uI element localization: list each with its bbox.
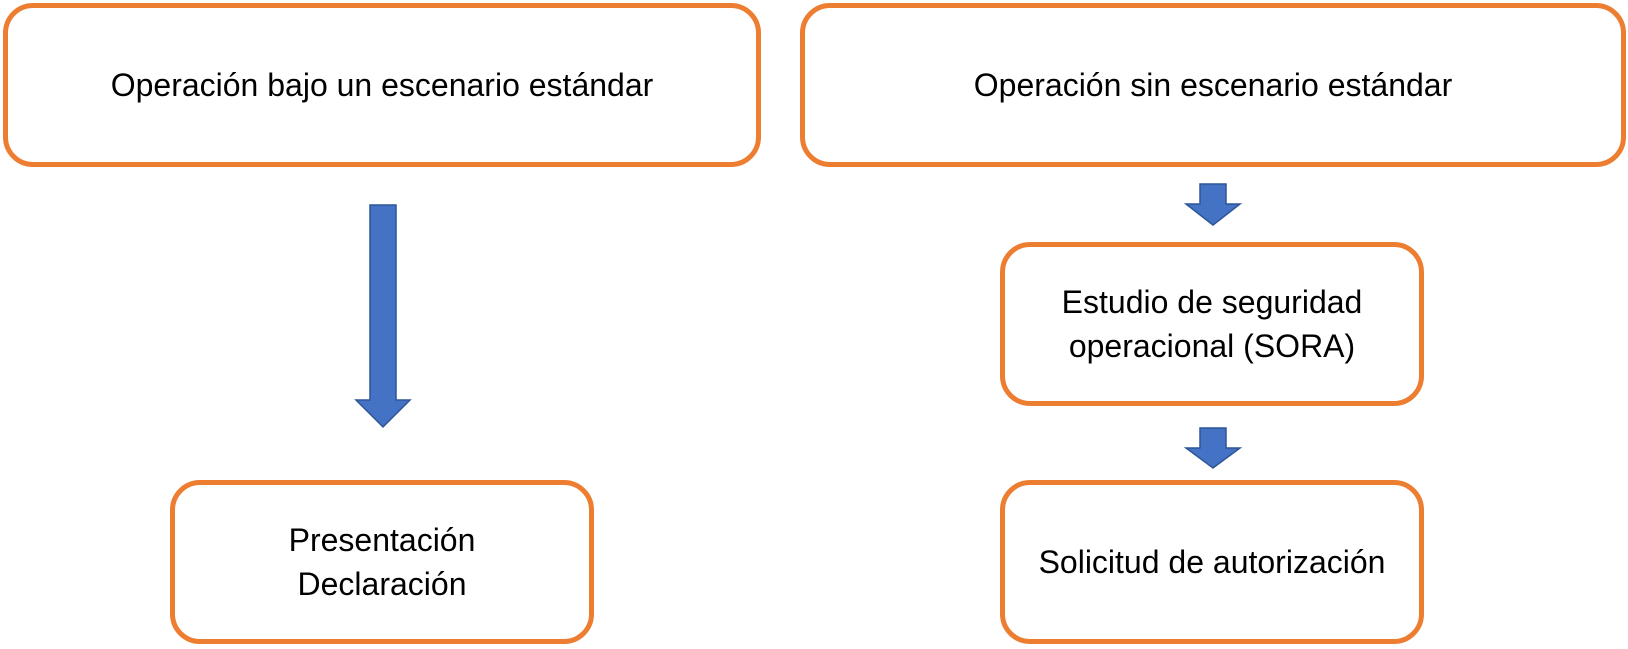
- node-standard-scenario: Operación bajo un escenario estándar: [3, 3, 761, 167]
- node-authorization-request: Solicitud de autorización: [1000, 480, 1424, 644]
- node-declaration: Presentación Declaración: [170, 480, 594, 644]
- arrow-sora-to-authorization: [1183, 427, 1243, 469]
- node-non-standard-scenario-label: Operación sin escenario estándar: [973, 67, 1453, 103]
- node-standard-scenario-label: Operación bajo un escenario estándar: [110, 67, 654, 103]
- node-sora-study-line-2: operacional (SORA): [1068, 328, 1356, 364]
- node-declaration-line-1: Presentación: [288, 522, 476, 558]
- node-sora-study: Estudio de seguridad operacional (SORA): [1000, 242, 1424, 406]
- arrow-nonstandard-to-sora: [1183, 183, 1243, 226]
- node-authorization-request-label: Solicitud de autorización: [1038, 544, 1386, 580]
- node-sora-study-line-1: Estudio de seguridad: [1061, 284, 1363, 320]
- node-declaration-line-2: Declaración: [297, 566, 467, 602]
- node-non-standard-scenario: Operación sin escenario estándar: [800, 3, 1626, 167]
- arrow-standard-to-declaration: [354, 204, 412, 429]
